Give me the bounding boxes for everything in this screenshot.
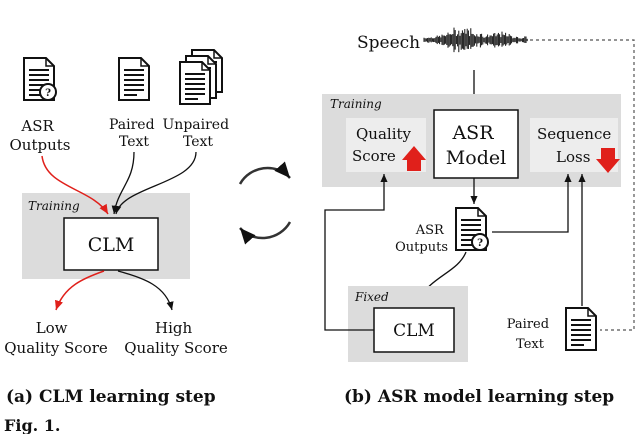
unpaired-to-clm-arrow	[114, 151, 197, 215]
caption-a: (a) CLM learning step	[6, 387, 216, 407]
training-label-right: Training	[330, 97, 382, 111]
speech-waveform-icon	[423, 27, 528, 53]
outputs-to-loss-arrow	[492, 174, 572, 233]
asr-to-clm-arrow	[41, 155, 109, 215]
document-question-icon: ?	[455, 207, 489, 251]
svg-text:?: ?	[45, 88, 51, 99]
cycle-arrows-icon	[238, 161, 292, 245]
paired-text-label-right: Paired Text	[507, 317, 553, 352]
high-quality-label: High Quality Score	[124, 319, 228, 357]
speech-label: Speech	[357, 33, 420, 53]
dashed-link-line	[530, 39, 635, 331]
fixed-label: Fixed	[354, 290, 389, 304]
clm-to-high-arrow	[117, 270, 174, 311]
asr-outputs-label-left: ASR Outputs	[10, 117, 71, 154]
sequence-loss-label: Sequence Loss	[537, 125, 616, 166]
quality-score-label: Quality Score	[352, 125, 416, 165]
clm-to-quality-arrow	[324, 174, 388, 331]
paired-text-label-left: Paired Text	[109, 117, 159, 150]
training-label-left: Training	[28, 199, 80, 213]
low-quality-label: Low Quality Score	[4, 319, 108, 357]
asr-outputs-label-right: ASR Outputs	[395, 223, 448, 255]
clm-label-right: CLM	[393, 321, 435, 341]
document-icon	[565, 307, 597, 351]
document-question-icon: ?	[23, 57, 57, 101]
asr-model-label: ASR Model	[446, 122, 506, 169]
document-stack-icon	[179, 49, 223, 105]
unpaired-text-label: Unpaired Text	[163, 117, 234, 150]
right-panel: Speech Training Quality Score ASR Model …	[322, 27, 635, 407]
document-icon	[118, 57, 150, 101]
arrow-down-icon	[596, 148, 620, 173]
asr-model-box	[433, 109, 519, 179]
left-panel: ? ASR Outputs Paired Text Unpaired Text …	[4, 49, 234, 407]
clm-to-low-arrow	[55, 270, 105, 311]
arrow-up-icon	[402, 146, 426, 171]
clm-box-right	[373, 307, 455, 353]
caption-b: (b) ASR model learning step	[344, 387, 614, 407]
figure-caption-fragment: Fig. 1.	[4, 416, 60, 434]
svg-text:?: ?	[477, 238, 483, 249]
clm-label-left: CLM	[88, 234, 135, 256]
clm-box-left	[63, 217, 159, 271]
